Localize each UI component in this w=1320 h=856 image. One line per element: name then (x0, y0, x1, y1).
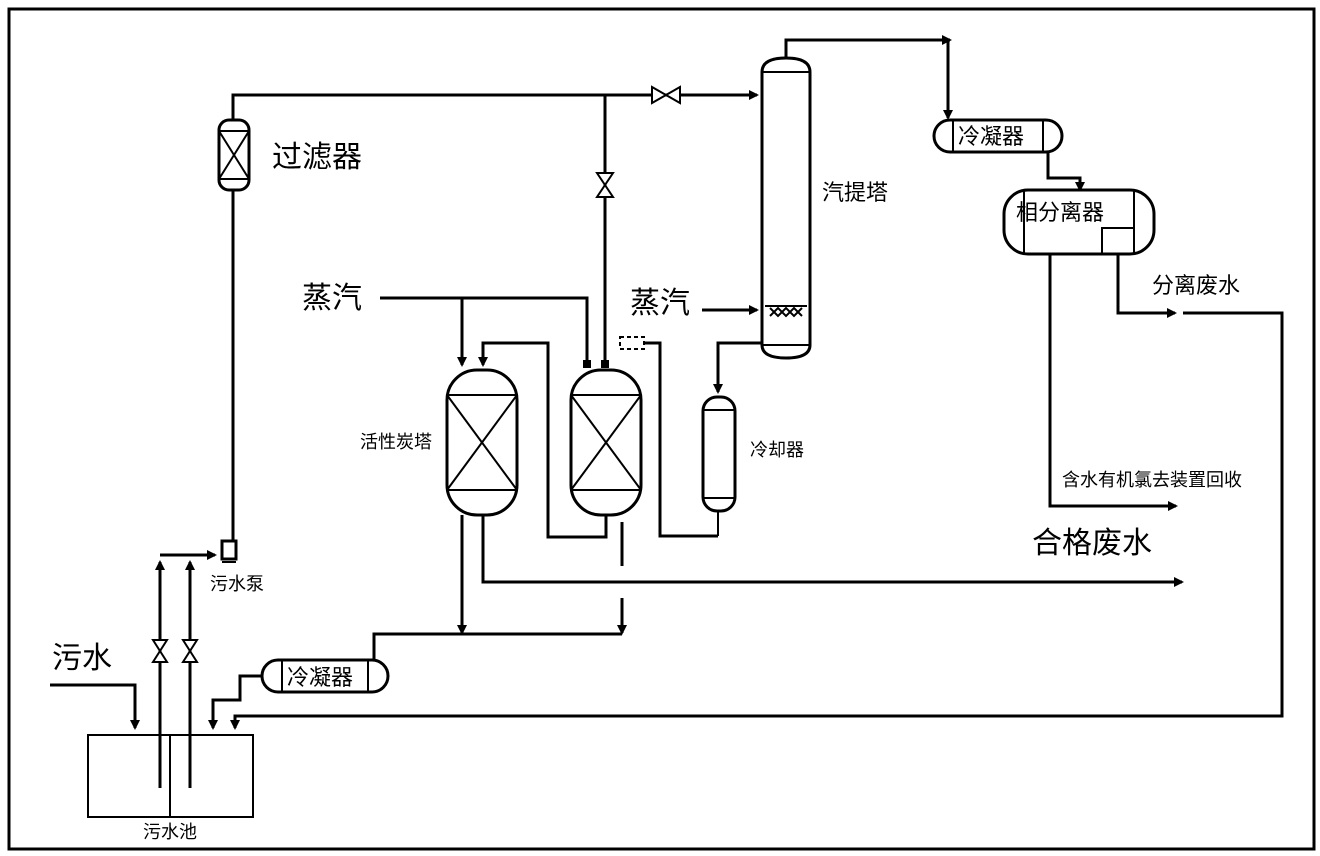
activated-carbon-tower-2 (569, 368, 643, 517)
condenser-to-separator-pipe (1046, 152, 1085, 192)
pump-suction-lines (155, 550, 217, 788)
separated-water-return-pipe (230, 311, 1284, 730)
qualified-wastewater-pipe (481, 515, 1184, 587)
separated-water-pipe (1116, 254, 1177, 318)
cooler (701, 395, 737, 513)
qualified-wastewater-label: 合格废水 (1032, 526, 1152, 561)
steam-2-label: 蒸汽 (630, 286, 690, 321)
phase-separator-label: 相分离器 (1016, 201, 1104, 226)
condenser-top-label: 冷凝器 (958, 125, 1024, 150)
stripper-bottom-pipe (713, 341, 762, 394)
sewage-pool (87, 734, 254, 818)
steam-1-header (380, 296, 589, 362)
stripper-label: 汽提塔 (822, 181, 888, 206)
separated-water-label: 分离废水 (1152, 274, 1240, 299)
filter (217, 118, 251, 192)
steam-1-label: 蒸汽 (302, 281, 362, 316)
sewage-inlet-pipe (50, 683, 140, 730)
trap-fitting (619, 336, 645, 350)
drain-collector-pipe (372, 632, 622, 670)
suction-valve-right (181, 639, 199, 663)
condenser-top (932, 118, 1064, 154)
suction-valve-left (151, 639, 169, 663)
filter-label: 过滤器 (272, 140, 362, 175)
phase-separator (1002, 188, 1156, 256)
condenser-bottom-to-pool-pipe (208, 674, 262, 730)
branch-valve (595, 172, 615, 198)
stripper-overhead-pipe (784, 35, 952, 58)
tower2-nozzle-right (601, 360, 609, 368)
diagram-frame (7, 7, 1316, 851)
activated-carbon-tower-1 (445, 368, 519, 517)
feed-header-pipe (231, 90, 759, 120)
organic-chlorine-pipe (1048, 254, 1178, 511)
sewage-pump (220, 539, 238, 563)
cooler-label: 冷却器 (750, 440, 804, 461)
header-valve (651, 85, 681, 105)
sewage-pump-label: 污水泵 (210, 574, 264, 595)
cooler-return-pipe (645, 341, 718, 538)
organic-chlorine-label: 含水有机氯去装置回收 (1062, 470, 1242, 491)
stripper-column (760, 56, 812, 360)
sewage-inlet-label: 污水 (52, 641, 112, 676)
tower-interconnect-pipe (478, 341, 608, 539)
tower2-nozzle-left (583, 360, 591, 368)
sewage-pool-label: 污水池 (143, 822, 197, 843)
activated-carbon-tower-label: 活性炭塔 (360, 432, 432, 453)
condenser-bottom-label: 冷凝器 (287, 666, 353, 691)
